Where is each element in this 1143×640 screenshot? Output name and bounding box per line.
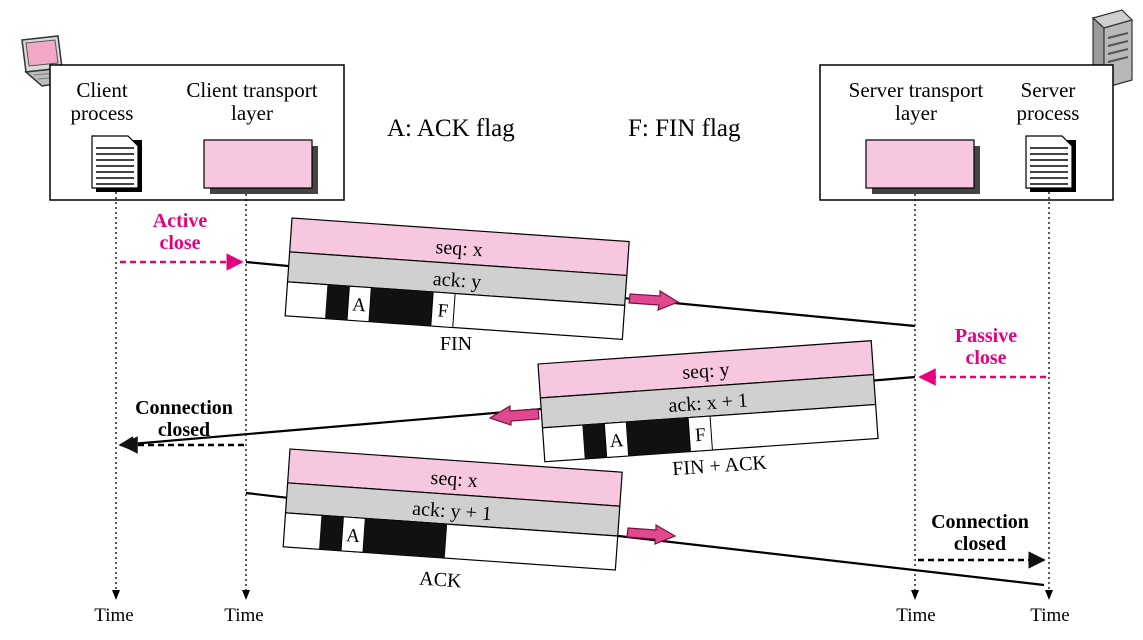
- ack-segment-label: ACK: [419, 568, 463, 593]
- timeline-arrowheads: [112, 590, 1053, 600]
- fin-seq-label: seq: x: [435, 236, 484, 261]
- fin-ack-seq-label: seq: y: [682, 359, 731, 384]
- fin-direction-arrow: [628, 289, 680, 311]
- fin-ack-flag-a: A: [609, 430, 624, 452]
- ack-seq-label: seq: x: [430, 467, 479, 492]
- document-icon: [1025, 135, 1076, 192]
- fin-segment-label: FIN: [440, 333, 472, 355]
- time-label-client-transport: Time: [224, 605, 263, 626]
- segment-fin: seq: x ack: y A F: [284, 217, 630, 340]
- fin-ack-label: ack: y: [432, 268, 482, 293]
- client-transport-layer-block: [203, 139, 318, 194]
- time-label-client-process: Time: [94, 605, 133, 626]
- server-box: Server transport layer Server process: [819, 64, 1114, 201]
- server-connection-closed-label-2: closed: [954, 533, 1006, 555]
- time-label-server-transport: Time: [896, 605, 935, 626]
- client-process-label: Client: [76, 78, 127, 102]
- time-label-server-process: Time: [1030, 605, 1069, 626]
- document-icon: [91, 135, 142, 192]
- fin-ack-flag-f: F: [694, 425, 706, 447]
- client-process-label-2: process: [71, 101, 134, 125]
- client-connection-closed-label-2: closed: [158, 419, 210, 441]
- server-transport-label: Server transport: [849, 78, 984, 102]
- fin-flag-f: F: [437, 300, 449, 322]
- server-connection-closed-label: Connection: [931, 511, 1029, 533]
- passive-close-label-2: close: [965, 347, 1006, 369]
- client-transport-label-2: layer: [231, 101, 273, 125]
- server-transport-label-2: layer: [895, 101, 937, 125]
- segment-fin-ack: seq: y ack: x + 1 A F: [537, 340, 879, 463]
- client-box: Client process Client transport layer: [49, 64, 345, 201]
- segment-ack: seq: x ack: y + 1 A: [282, 448, 623, 571]
- timelines: [115, 192, 1050, 595]
- ack-flag-a: A: [345, 525, 360, 547]
- passive-close-label: Passive: [955, 325, 1017, 347]
- server-process-label-2: process: [1017, 101, 1080, 125]
- legend-ack-flag: A: ACK flag: [387, 115, 515, 142]
- server-process-label: Server: [1021, 78, 1076, 102]
- legend-fin-flag: F: FIN flag: [628, 115, 741, 142]
- server-transport-layer-block: [865, 139, 980, 194]
- fin-ack-segment-label: FIN + ACK: [672, 452, 768, 481]
- ack-direction-arrow: [626, 523, 677, 545]
- client-connection-closed-label: Connection: [135, 397, 233, 419]
- client-transport-label: Client transport: [186, 78, 317, 102]
- fin-ack-direction-arrow: [488, 404, 540, 426]
- active-close-label: Active: [153, 210, 208, 232]
- fin-flag-a: A: [351, 294, 366, 316]
- active-close-label-2: close: [159, 232, 200, 254]
